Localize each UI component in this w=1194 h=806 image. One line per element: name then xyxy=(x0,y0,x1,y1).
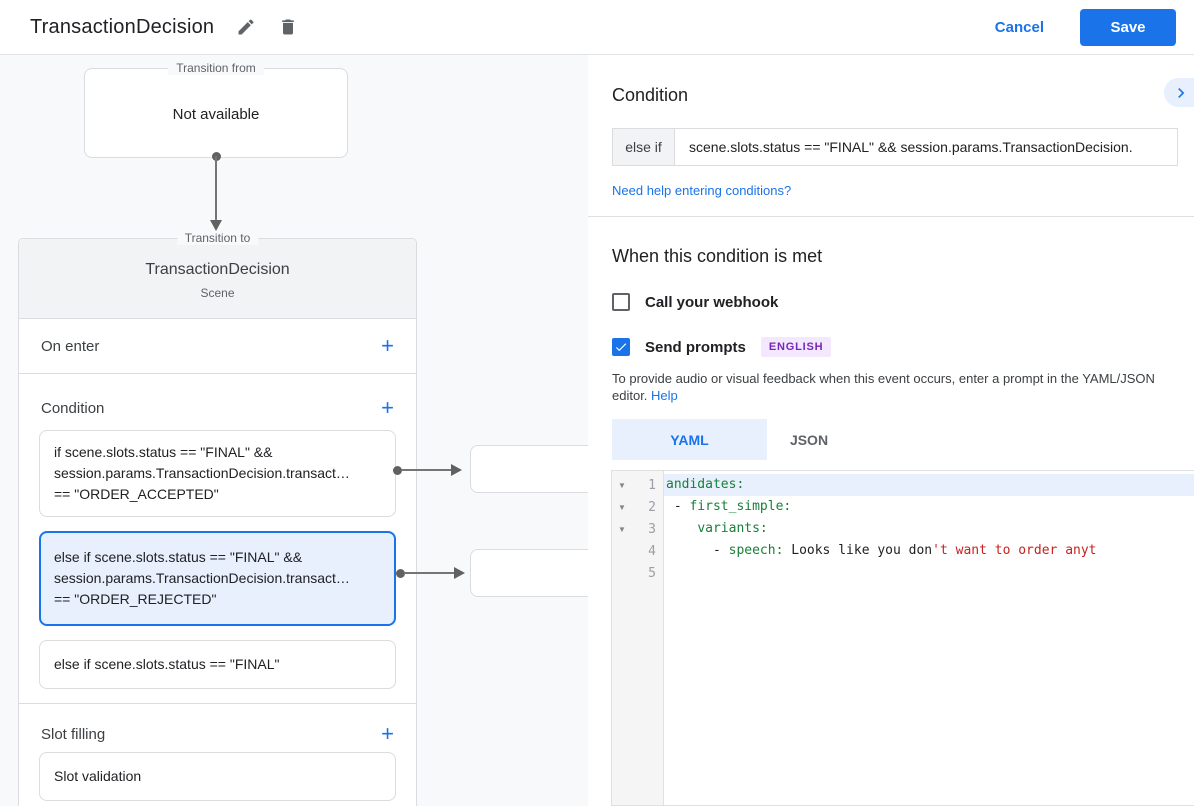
send-prompts-checkbox[interactable] xyxy=(612,338,630,356)
delete-icon[interactable] xyxy=(278,17,298,37)
fold-arrow-icon[interactable]: ▼ xyxy=(618,524,626,534)
yaml-key: andidates: xyxy=(666,477,745,492)
condition-card-rejected-selected[interactable]: else if scene.slots.status == "FINAL" &&… xyxy=(39,531,396,626)
main-area: Transition from Not available Transition… xyxy=(0,55,1194,806)
condition-detail-panel: Condition else if scene.slots.status == … xyxy=(588,55,1194,806)
code-line-1: andidates: xyxy=(664,474,1194,496)
line-number: 5 xyxy=(648,565,656,581)
line-number: 3 xyxy=(648,521,656,537)
yaml-key: variants: xyxy=(697,521,768,536)
connector-dot xyxy=(396,569,405,578)
slot-filling-label: Slot filling xyxy=(41,725,106,743)
code-area[interactable]: andidates: - first_simple: variants: - s… xyxy=(664,471,1194,805)
slot-card-label: Slot validation xyxy=(54,768,142,784)
condition-line: == "ORDER_ACCEPTED" xyxy=(54,486,219,502)
scene-node: Transition to TransactionDecision Scene … xyxy=(18,231,417,806)
transition-target-node[interactable] xyxy=(470,445,598,493)
fold-arrow-icon[interactable]: ▼ xyxy=(618,502,626,512)
condition-input-row: else if scene.slots.status == "FINAL" &&… xyxy=(612,128,1178,166)
condition-line: session.params.TransactionDecision.trans… xyxy=(54,570,350,586)
on-enter-label: On enter xyxy=(41,337,100,355)
prompts-help-link[interactable]: Help xyxy=(651,388,678,403)
condition-line: session.params.TransactionDecision.trans… xyxy=(54,465,350,481)
language-badge: ENGLISH xyxy=(760,337,832,357)
conditions-help-link[interactable]: Need help entering conditions? xyxy=(612,183,792,198)
condition-card-final[interactable]: else if scene.slots.status == "FINAL" xyxy=(39,640,396,689)
send-prompts-label: Send prompts xyxy=(645,338,746,356)
line-number: 2 xyxy=(648,499,656,515)
condition-line: == "ORDER_REJECTED" xyxy=(54,591,217,607)
slot-filling-cards: Slot validation xyxy=(19,748,416,806)
condition-section-header: Condition + xyxy=(19,394,416,422)
tab-json[interactable]: JSON xyxy=(789,431,829,448)
check-icon xyxy=(615,343,627,352)
tab-yaml[interactable]: YAML xyxy=(612,419,767,460)
connector-line xyxy=(215,156,217,220)
editor-gutter: ▼ 1 ▼ 2 ▼ 3 4 5 xyxy=(612,471,664,805)
connector-line xyxy=(404,572,456,574)
yaml-string: 't want to order anyt xyxy=(932,543,1097,558)
scene-type-label: Scene xyxy=(200,286,235,300)
transition-from-legend: Transition from xyxy=(168,61,264,75)
cancel-button[interactable]: Cancel xyxy=(994,18,1044,36)
line-number: 4 xyxy=(648,543,656,559)
chevron-right-icon xyxy=(1178,87,1185,98)
call-webhook-checkbox[interactable] xyxy=(612,293,630,311)
panel-divider xyxy=(588,216,1194,217)
transition-to-legend: Transition to xyxy=(176,231,259,245)
when-condition-met-title: When this condition is met xyxy=(612,246,823,266)
transition-target-node[interactable] xyxy=(470,549,598,597)
connector-arrow-right-icon xyxy=(451,464,462,476)
prompts-description: To provide audio or visual feedback when… xyxy=(612,370,1164,404)
condition-line: else if scene.slots.status == "FINAL" && xyxy=(54,549,303,565)
editor-tabs: YAML JSON xyxy=(612,419,1178,460)
condition-label: Condition xyxy=(41,399,105,417)
slot-filling-section-header: Slot filling + xyxy=(19,720,416,748)
condition-cards: if scene.slots.status == "FINAL" && sess… xyxy=(19,422,416,689)
add-slot-button[interactable]: + xyxy=(381,721,394,746)
scene-name: TransactionDecision xyxy=(145,261,290,278)
condition-prefix: else if xyxy=(613,129,675,165)
yaml-key: speech: xyxy=(728,543,784,558)
send-prompts-row: Send prompts ENGLISH xyxy=(612,337,1178,357)
line-number: 1 xyxy=(648,477,656,493)
code-line-2: - first_simple: xyxy=(664,496,1194,518)
condition-line: else if scene.slots.status == "FINAL" xyxy=(54,656,280,672)
connector-arrow-right-icon xyxy=(454,567,465,579)
edit-icon[interactable] xyxy=(236,17,256,37)
slot-validation-card[interactable]: Slot validation xyxy=(39,752,396,801)
yaml-dash: - xyxy=(666,499,690,514)
yaml-text: Looks like you don xyxy=(783,543,933,558)
call-webhook-label: Call your webhook xyxy=(645,293,779,311)
scene-node-header[interactable]: TransactionDecision Scene xyxy=(19,239,416,319)
fold-arrow-icon[interactable]: ▼ xyxy=(618,480,626,490)
yaml-dash: - xyxy=(666,543,729,558)
webhook-row: Call your webhook xyxy=(612,293,1178,311)
yaml-indent xyxy=(666,521,697,536)
yaml-key: first_simple: xyxy=(689,499,792,514)
code-line-3: variants: xyxy=(664,518,1194,540)
transition-from-value: Not available xyxy=(172,106,260,123)
on-enter-section: On enter + xyxy=(19,319,416,374)
condition-expression-input[interactable]: scene.slots.status == "FINAL" && session… xyxy=(689,139,1133,155)
transition-from-box[interactable]: Transition from Not available xyxy=(84,61,348,158)
collapse-panel-button[interactable] xyxy=(1164,78,1194,107)
add-on-enter-button[interactable]: + xyxy=(381,333,394,358)
section-divider xyxy=(19,703,416,704)
top-bar: TransactionDecision Cancel Save xyxy=(0,0,1194,55)
condition-card-accepted[interactable]: if scene.slots.status == "FINAL" && sess… xyxy=(39,430,396,517)
connector-dot xyxy=(393,466,402,475)
yaml-code-editor[interactable]: ▼ 1 ▼ 2 ▼ 3 4 5 andidates: - first_simple: … xyxy=(611,470,1194,806)
condition-line: if scene.slots.status == "FINAL" && xyxy=(54,444,273,460)
add-condition-button[interactable]: + xyxy=(381,395,394,420)
connector-arrow-down-icon xyxy=(210,220,222,231)
connector-line xyxy=(401,469,453,471)
page-title: TransactionDecision xyxy=(30,15,215,38)
code-line-5 xyxy=(664,562,1194,584)
panel-condition-title: Condition xyxy=(612,85,689,105)
code-line-4: - speech: Looks like you don't want to o… xyxy=(664,540,1194,562)
save-button[interactable]: Save xyxy=(1080,8,1176,46)
prompts-description-text: To provide audio or visual feedback when… xyxy=(612,371,1155,403)
